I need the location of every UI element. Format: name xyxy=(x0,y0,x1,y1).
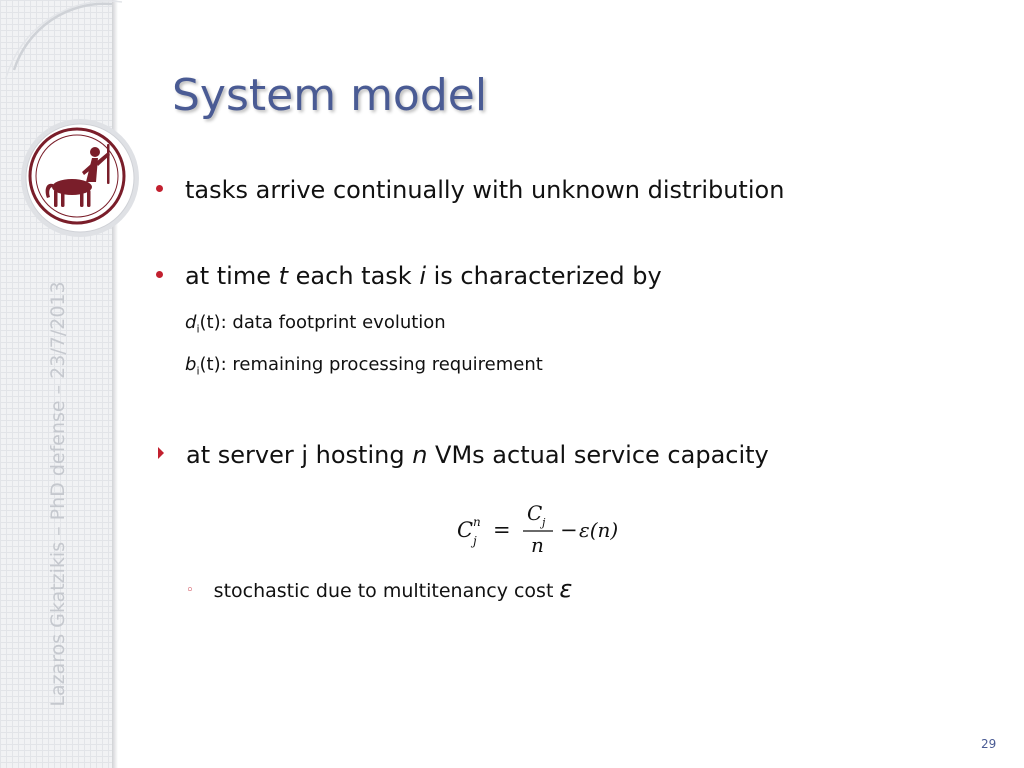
formula-numerator-base: C xyxy=(527,501,542,525)
bullet-text-part: VMs actual service capacity xyxy=(427,441,769,469)
epsilon-symbol: ε xyxy=(559,575,573,603)
bullet-text-part: at server j hosting xyxy=(186,441,413,469)
bullet-text: at time t each task i is characterized b… xyxy=(185,262,662,290)
sub-bullet-item: ◦ stochastic due to multitenancy cost ε xyxy=(186,575,572,603)
page-number: 29 xyxy=(981,737,997,751)
formula-minus: − xyxy=(560,518,578,542)
bullet-dot-icon xyxy=(156,185,163,192)
vm-count-variable: n xyxy=(412,441,428,469)
ring-bullet-icon: ◦ xyxy=(186,583,194,598)
bullet-text-part: is characterized by xyxy=(426,262,662,290)
formula-lhs-sub: j xyxy=(470,534,477,548)
slide-title: System model xyxy=(172,70,488,121)
bullet-text: tasks arrive continually with unknown di… xyxy=(185,176,785,204)
arrow-bullet-icon xyxy=(158,447,164,459)
time-variable: t xyxy=(278,262,289,290)
formula-epsilon-term: ε(n) xyxy=(579,518,618,542)
formula-numerator-sub: j xyxy=(539,516,546,529)
decorative-arc xyxy=(5,0,123,79)
bullet-item: at server j hosting n VMs actual service… xyxy=(152,441,769,469)
task-variable: i xyxy=(419,262,426,290)
sub-bullet-text: stochastic due to multitenancy cost xyxy=(213,580,554,602)
formula-lhs-sup: n xyxy=(473,515,481,529)
formula-denominator: n xyxy=(531,533,544,557)
formula-equals: = xyxy=(493,518,511,542)
bullet-dot-icon xyxy=(156,271,163,278)
centaur-seal-icon xyxy=(21,119,139,237)
sub-item-data-footprint: di(t): data footprint evolution xyxy=(185,312,446,336)
side-strip-shadow xyxy=(112,0,118,768)
variable-index: i xyxy=(196,322,200,336)
sub-item-processing: bi(t): remaining processing requirement xyxy=(185,354,543,378)
formula-lhs-base: C xyxy=(457,518,473,542)
sub-item-text: (t): data footprint evolution xyxy=(199,312,446,333)
variable-d: d xyxy=(185,312,197,333)
bullet-text-part: at time xyxy=(185,262,279,290)
sub-item-text: (t): remaining processing requirement xyxy=(199,354,543,375)
capacity-formula: C n j = C j n − ε(n) xyxy=(457,501,618,557)
bullet-text-part: each task xyxy=(288,262,420,290)
side-caption: Lazaros Gkatzikis – PhD defense – 23/7/2… xyxy=(47,281,69,707)
bullet-item: at time t each task i is characterized b… xyxy=(152,262,662,290)
variable-b: b xyxy=(185,354,197,375)
variable-index: i xyxy=(196,364,200,378)
bullet-item: tasks arrive continually with unknown di… xyxy=(152,176,784,204)
bullet-text: at server j hosting n VMs actual service… xyxy=(186,441,769,469)
